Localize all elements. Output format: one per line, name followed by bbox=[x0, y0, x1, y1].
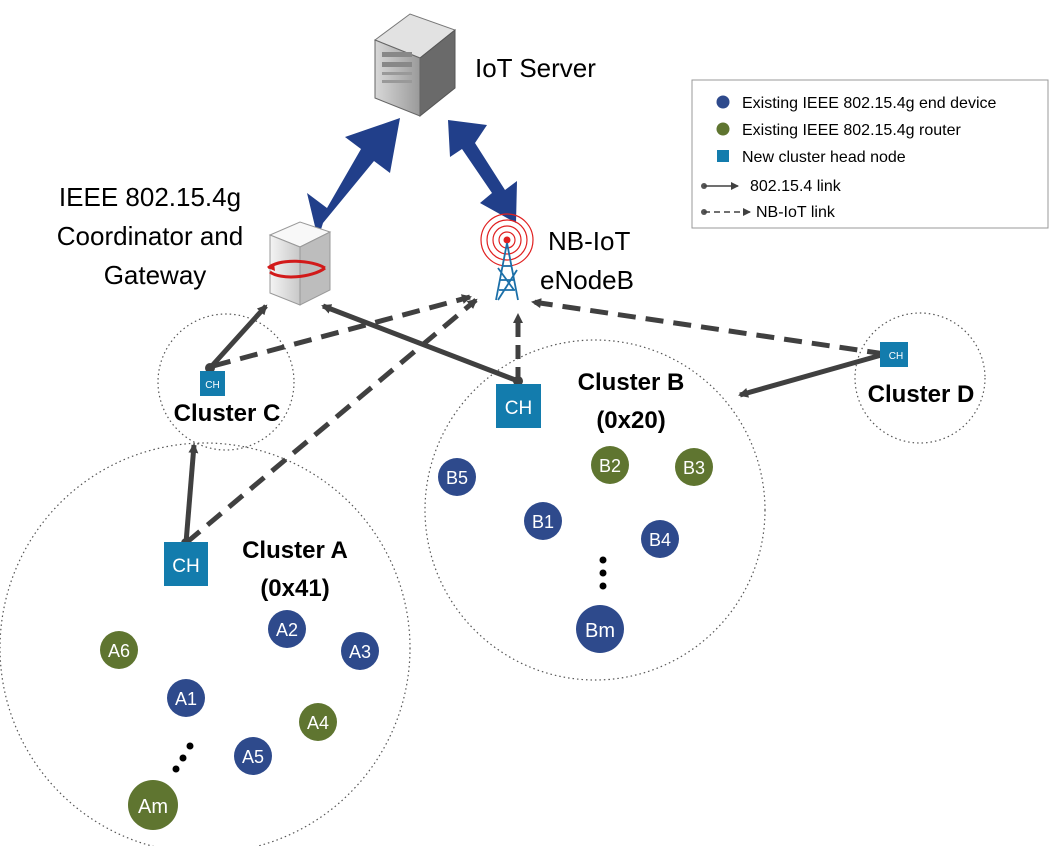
legend: Existing IEEE 802.15.4g end device Exist… bbox=[691, 79, 1049, 229]
cluster-d-boundary bbox=[854, 312, 986, 444]
node-a4: A4 bbox=[299, 703, 337, 741]
svg-text:Bm: Bm bbox=[585, 620, 615, 642]
enodeb-label-line1: NB-IoT bbox=[548, 226, 630, 256]
server-label: IoT Server bbox=[475, 53, 596, 83]
svg-text:A6: A6 bbox=[108, 641, 130, 661]
legend-nbiot-link-label: NB-IoT link bbox=[756, 204, 836, 221]
legend-end-device-swatch bbox=[716, 95, 730, 109]
legend-cluster-head-swatch bbox=[717, 150, 729, 162]
legend-router-label: Existing IEEE 802.15.4g router bbox=[742, 122, 961, 139]
node-a1: A1 bbox=[167, 679, 205, 717]
cluster-b-label: Cluster B bbox=[578, 369, 685, 396]
server-enodeb-arrow bbox=[448, 120, 517, 223]
node-a5: A5 bbox=[234, 737, 272, 775]
coordinator-label-line3: Gateway bbox=[104, 260, 207, 290]
cluster-c-label: Cluster C bbox=[174, 400, 281, 427]
node-b5: B5 bbox=[438, 458, 476, 496]
node-b4: B4 bbox=[641, 520, 679, 558]
svg-text:A2: A2 bbox=[276, 620, 298, 640]
node-a6: A6 bbox=[100, 631, 138, 669]
link-c-gateway bbox=[208, 304, 268, 370]
link-origin-dot bbox=[205, 363, 215, 373]
cluster-b-boundary bbox=[424, 339, 766, 681]
svg-text:A3: A3 bbox=[349, 642, 371, 662]
svg-text:A5: A5 bbox=[242, 747, 264, 767]
svg-text:CH: CH bbox=[172, 556, 199, 577]
node-b1: B1 bbox=[524, 502, 562, 540]
node-am: Am bbox=[128, 780, 178, 830]
node-bm: Bm bbox=[576, 605, 624, 653]
cluster-head-c: CH bbox=[200, 371, 225, 396]
coordinator-label-line1: IEEE 802.15.4g bbox=[59, 182, 241, 212]
svg-text:B4: B4 bbox=[649, 530, 671, 550]
cluster-a-label: Cluster A bbox=[242, 537, 348, 564]
cluster-a-address: (0x41) bbox=[260, 575, 329, 602]
legend-cluster-head-label: New cluster head node bbox=[742, 149, 906, 166]
link-b-gateway bbox=[321, 303, 519, 384]
node-b2: B2 bbox=[591, 446, 629, 484]
svg-text:CH: CH bbox=[505, 398, 532, 419]
svg-text:CH: CH bbox=[205, 380, 219, 391]
svg-text:B3: B3 bbox=[683, 458, 705, 478]
cell-tower-icon bbox=[480, 213, 534, 301]
node-a3: A3 bbox=[341, 632, 379, 670]
svg-text:A4: A4 bbox=[307, 713, 329, 733]
link-origin-dot bbox=[513, 376, 523, 386]
cluster-b-address: (0x20) bbox=[596, 407, 665, 434]
cluster-a-boundary bbox=[0, 442, 411, 846]
svg-text:B1: B1 bbox=[532, 512, 554, 532]
legend-end-device-label: Existing IEEE 802.15.4g end device bbox=[742, 95, 996, 112]
legend-154-link-label: 802.15.4 link bbox=[750, 178, 842, 195]
svg-text:B2: B2 bbox=[599, 456, 621, 476]
svg-text:B5: B5 bbox=[446, 468, 468, 488]
node-a2: A2 bbox=[268, 610, 306, 648]
svg-text:CH: CH bbox=[889, 351, 903, 362]
nbiot-link-c bbox=[212, 294, 472, 369]
svg-text:Am: Am bbox=[138, 796, 168, 818]
enodeb-label-line2: eNodeB bbox=[540, 265, 634, 295]
cluster-head-a: CH bbox=[164, 542, 208, 586]
cluster-head-b: CH bbox=[496, 384, 541, 428]
server-gateway-arrow bbox=[307, 118, 400, 239]
link-d-b bbox=[738, 351, 886, 398]
coordinator-label-line2: Coordinator and bbox=[57, 221, 243, 251]
legend-router-swatch bbox=[716, 122, 730, 136]
nbiot-link-a bbox=[184, 298, 478, 545]
ellipsis-a bbox=[172, 742, 194, 773]
link-a-c bbox=[183, 443, 199, 544]
server-tower-icon bbox=[373, 13, 457, 118]
node-b3: B3 bbox=[675, 448, 713, 486]
gateway-box-icon bbox=[267, 221, 332, 306]
cluster-head-d: CH bbox=[880, 342, 908, 367]
ellipsis-b bbox=[599, 556, 607, 590]
cluster-c-boundary bbox=[157, 313, 295, 451]
nbiot-link-d bbox=[531, 298, 886, 357]
cluster-d-label: Cluster D bbox=[868, 381, 975, 408]
svg-text:A1: A1 bbox=[175, 689, 197, 709]
